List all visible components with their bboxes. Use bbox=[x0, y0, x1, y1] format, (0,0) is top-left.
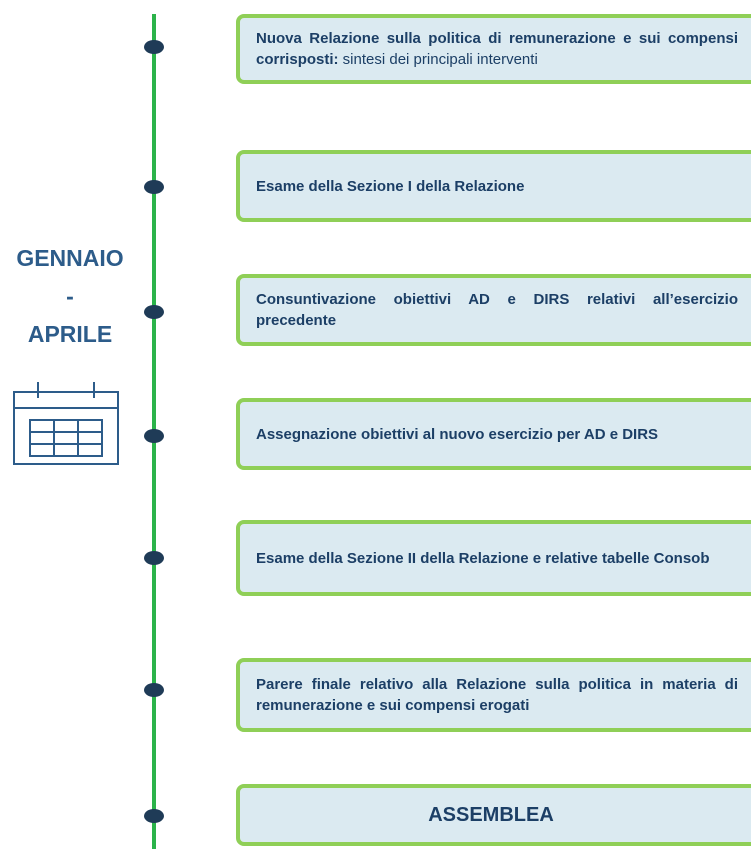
timeline-node bbox=[144, 40, 164, 54]
timeline-node bbox=[144, 429, 164, 443]
period-separator: - bbox=[66, 283, 74, 309]
final-step-box: ASSEMBLEA bbox=[236, 784, 751, 846]
timeline-step-box: Consuntivazione obiettivi AD e DIRS rela… bbox=[236, 274, 751, 346]
timeline-step-box: Esame della Sezione II della Relazione e… bbox=[236, 520, 751, 596]
calendar-icon bbox=[13, 382, 119, 465]
timeline-step-text: Parere finale relativo alla Relazione su… bbox=[256, 676, 738, 714]
period-start: GENNAIO bbox=[16, 245, 124, 271]
period-end: APRILE bbox=[27, 321, 113, 347]
timeline-step-text: Esame della Sezione I della Relazione bbox=[256, 177, 525, 195]
timeline-step-box: Esame della Sezione I della Relazione bbox=[236, 150, 751, 222]
timeline-step-text: Assegnazione obiettivi al nuovo esercizi… bbox=[256, 425, 659, 443]
timeline-step-text: Nuova Relazione sulla politica di remune… bbox=[256, 30, 738, 68]
timeline-node bbox=[144, 809, 164, 823]
timeline-step-text: Consuntivazione obiettivi AD e DIRS rela… bbox=[256, 291, 738, 329]
period-label: GENNAIO - APRILE bbox=[0, 239, 140, 353]
timeline-node bbox=[144, 683, 164, 697]
timeline-node bbox=[144, 551, 164, 565]
timeline-step-box: Nuova Relazione sulla politica di remune… bbox=[236, 14, 751, 84]
timeline-node bbox=[144, 180, 164, 194]
timeline-step-text: Esame della Sezione II della Relazione e… bbox=[256, 549, 710, 567]
timeline-step-box: Parere finale relativo alla Relazione su… bbox=[236, 658, 751, 732]
final-step-label: ASSEMBLEA bbox=[428, 803, 554, 826]
timeline-step-box: Assegnazione obiettivi al nuovo esercizi… bbox=[236, 398, 751, 470]
timeline-node bbox=[144, 305, 164, 319]
